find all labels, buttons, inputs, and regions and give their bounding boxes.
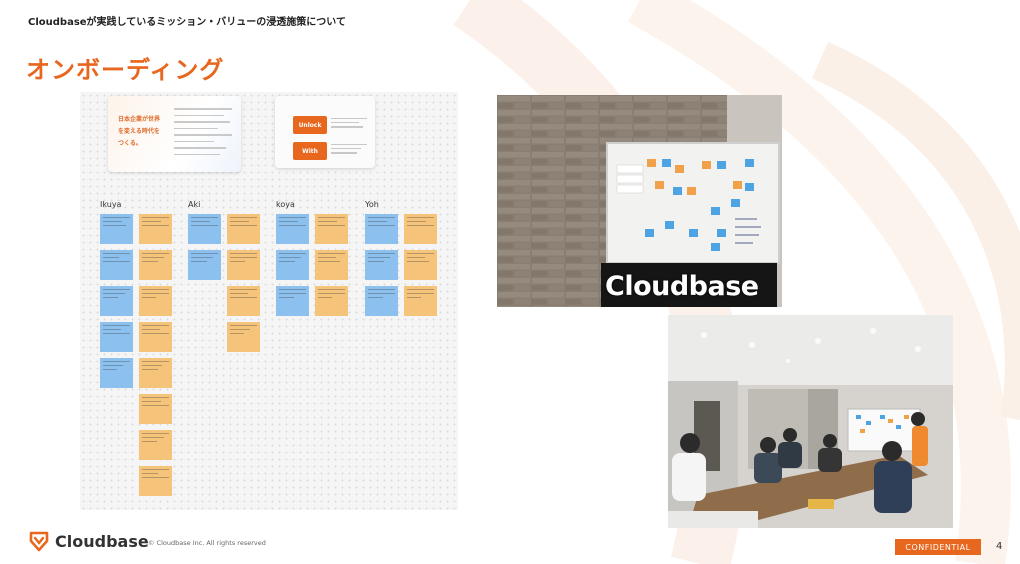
value-desc-with: [331, 144, 367, 157]
sticky-note: [100, 214, 133, 244]
sticky-note: [100, 358, 133, 388]
sticky-note: [315, 286, 348, 316]
cloudbase-logo-icon: [29, 531, 49, 552]
sticky-note: [139, 358, 172, 388]
sticky-note: [188, 250, 221, 280]
sticky-note: [276, 286, 309, 316]
sticky-note: [365, 286, 398, 316]
member-name: Ikuya: [100, 200, 122, 209]
page-number: 4: [996, 541, 1003, 552]
sticky-note: [139, 394, 172, 424]
sticky-note: [315, 250, 348, 280]
sticky-note: [139, 322, 172, 352]
meeting-photo: [668, 315, 953, 528]
onboarding-board: 日本企業が世界を変える時代をつくる。 Unlock With Ikuya Aki: [80, 92, 458, 510]
sticky-note: [139, 250, 172, 280]
member-name: Aki: [188, 200, 201, 209]
sticky-note: [365, 214, 398, 244]
cloudbase-sign: Cloudbase: [605, 271, 759, 302]
sticky-note: [139, 286, 172, 316]
breadcrumb: Cloudbaseが実践しているミッション・バリューの浸透施策について: [28, 17, 346, 28]
sticky-note: [139, 430, 172, 460]
sticky-note: [315, 214, 348, 244]
mission-description: [174, 108, 234, 160]
sticky-note: [188, 214, 221, 244]
sticky-note: [139, 214, 172, 244]
mission-card: 日本企業が世界を変える時代をつくる。: [108, 96, 241, 172]
whiteboard-photo: Cloudbase: [497, 95, 782, 307]
sticky-note: [404, 214, 437, 244]
sticky-note: [276, 214, 309, 244]
sticky-note: [365, 250, 398, 280]
sticky-note: [404, 250, 437, 280]
sticky-note: [227, 250, 260, 280]
value-card: Unlock With: [275, 96, 375, 168]
sticky-note: [100, 250, 133, 280]
brand-name: Cloudbase: [55, 531, 149, 551]
footer-logo: Cloudbase: [28, 530, 149, 552]
sticky-note: [227, 214, 260, 244]
copyright: © Cloudbase Inc. All rights reserved: [148, 539, 266, 547]
sticky-note: [100, 286, 133, 316]
value-desc-unlock: [331, 118, 367, 131]
confidential-badge: CONFIDENTIAL: [895, 539, 981, 555]
sticky-note: [100, 322, 133, 352]
value-pill-unlock: Unlock: [293, 116, 327, 134]
sticky-note: [227, 322, 260, 352]
sticky-note: [404, 286, 437, 316]
member-name: Yoh: [365, 200, 379, 209]
mission-text: 日本企業が世界を変える時代をつくる。: [118, 116, 161, 147]
sticky-note: [139, 466, 172, 496]
sticky-note: [276, 250, 309, 280]
member-name: koya: [276, 200, 295, 209]
page-title: オンボーディング: [26, 56, 225, 84]
sticky-note: [227, 286, 260, 316]
value-pill-with: With: [293, 142, 327, 160]
